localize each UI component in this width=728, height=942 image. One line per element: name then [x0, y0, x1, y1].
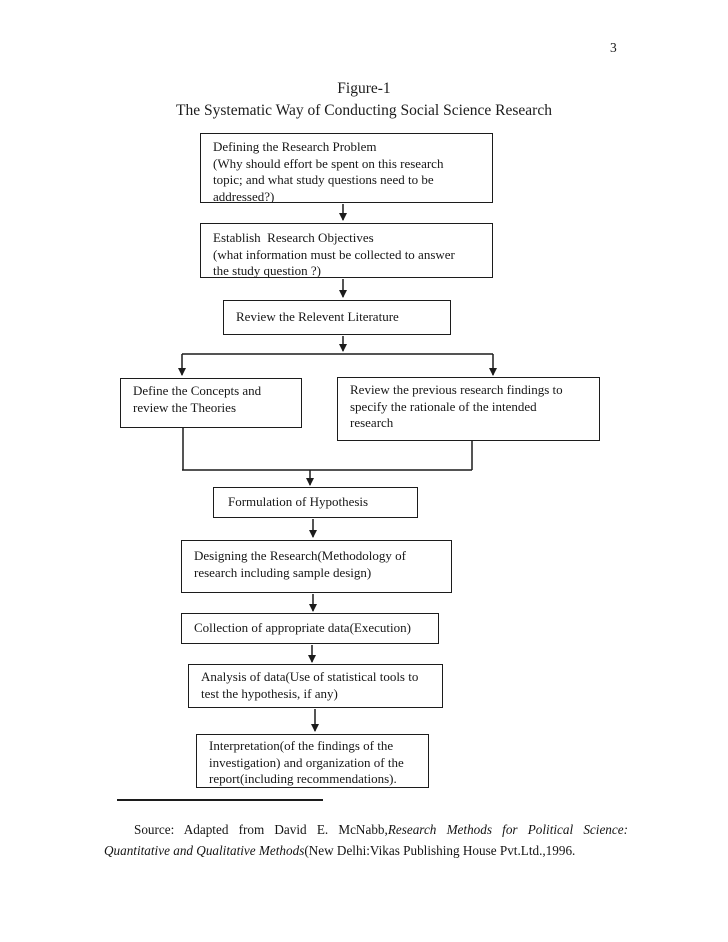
flow-node-designing-research: Designing the Research(Methodology of re…	[181, 540, 452, 593]
footnote-separator-rule	[117, 799, 323, 801]
flow-node-interpretation-report: Interpretation(of the findings of the in…	[196, 734, 429, 788]
source-citation-regular-1: Source: Adapted from David E. McNabb,	[134, 822, 388, 838]
flow-node-review-previous-findings: Review the previous research findings to…	[337, 377, 600, 441]
flow-node-define-problem: Defining the Research Problem (Why shoul…	[200, 133, 493, 203]
source-citation-regular-2: (New Delhi:Vikas Publishing House Pvt.Lt…	[304, 842, 576, 858]
flow-node-define-concepts: Define the Concepts and review the Theor…	[120, 378, 302, 428]
source-citation-italic-title: Research Methods for Political Science: …	[104, 822, 628, 858]
figure-header: Figure-1 The Systematic Way of Conductin…	[0, 78, 728, 121]
figure-label: Figure-1	[337, 80, 391, 97]
flow-node-analysis-data: Analysis of data(Use of statistical tool…	[188, 664, 443, 708]
flow-node-collection-data: Collection of appropriate data(Execution…	[181, 613, 439, 644]
flow-node-review-literature: Review the Relevent Literature	[223, 300, 451, 335]
flow-node-formulation-hypothesis: Formulation of Hypothesis	[213, 487, 418, 518]
page-number: 3	[610, 40, 617, 55]
flow-node-establish-objectives: Establish Research Objectives (what info…	[200, 223, 493, 278]
source-citation: Source: Adapted from David E. McNabb,Res…	[104, 820, 628, 861]
figure-title: The Systematic Way of Conducting Social …	[176, 101, 552, 119]
